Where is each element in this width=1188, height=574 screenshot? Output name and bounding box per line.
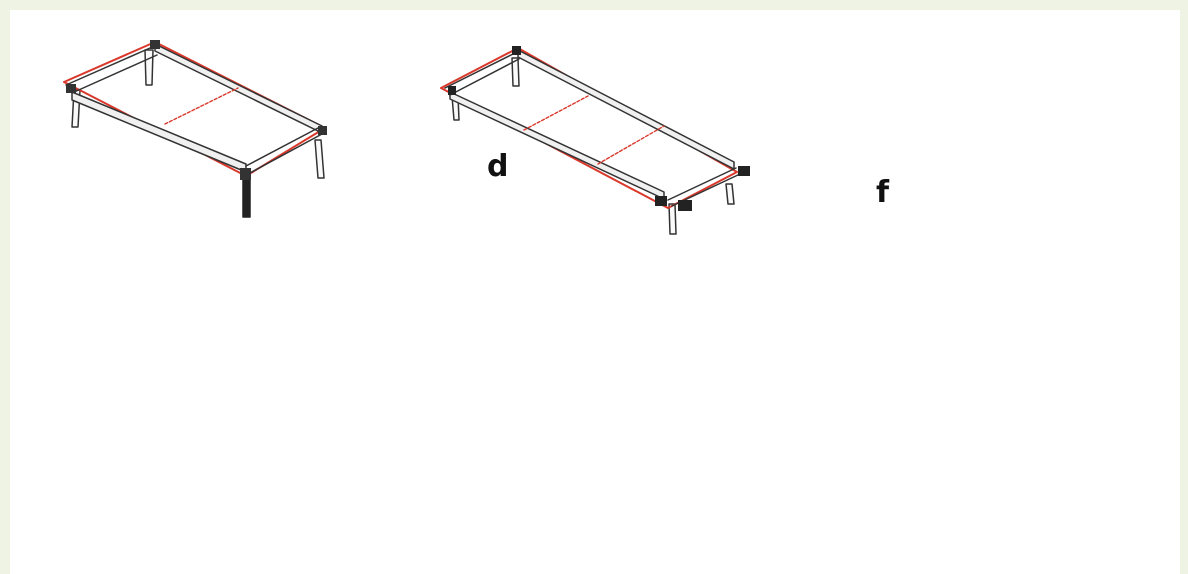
frame-three-seat-d-icon: [440, 46, 750, 235]
label-d: d: [487, 149, 509, 184]
components-sheet: d f: [10, 10, 1180, 574]
frame-two-seat-icon: [63, 40, 327, 218]
label-f: f: [876, 175, 890, 210]
components-drawing: [63, 40, 750, 235]
